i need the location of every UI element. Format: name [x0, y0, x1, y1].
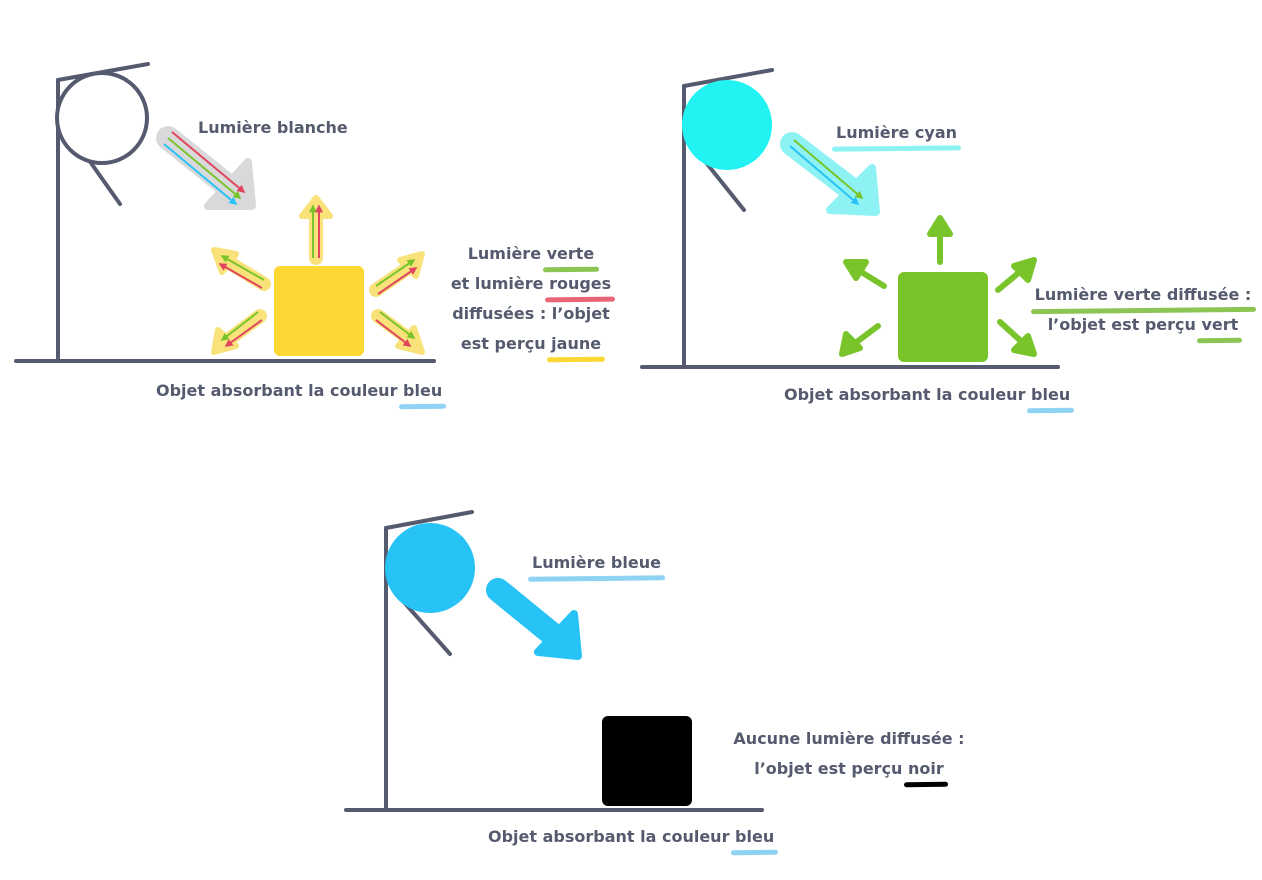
highlight-yellow: jaune [551, 329, 601, 359]
caption-3: Objet absorbant la couleur bleu [488, 822, 774, 852]
scattered-arrows-green [839, 215, 1037, 357]
scattered-arrows-yellow [211, 195, 425, 355]
cyan-light-ray [780, 132, 880, 216]
green-object [898, 272, 988, 362]
text-span: l’objet est perçu [1047, 315, 1202, 334]
scatter-line: Lumière verte [438, 239, 624, 269]
text-span: Objet absorbant la couleur [156, 381, 404, 400]
white-lamp [55, 71, 149, 165]
highlight-red: rouges [549, 269, 611, 299]
caption-1: Objet absorbant la couleur bleu [156, 376, 442, 406]
scatter-line: est perçu jaune [438, 329, 624, 359]
blue-lamp [385, 523, 475, 613]
highlight-green: verte [547, 239, 595, 269]
scatter-line: l’objet est perçu noir [724, 754, 974, 784]
blue-light-ray [486, 578, 582, 660]
text-span: l’objet est perçu [754, 759, 909, 778]
black-object [602, 716, 692, 806]
text-span: est perçu [460, 334, 552, 353]
scatter-line: l’objet est perçu vert [1028, 310, 1258, 340]
scatter-line: et lumière rouges [438, 269, 624, 299]
scatter-line: Lumière verte diffusée : [1028, 280, 1258, 310]
highlight-green: Lumière verte diffusée : [1035, 280, 1252, 310]
highlight-blue: Lumière bleue [532, 548, 661, 578]
caption-2: Objet absorbant la couleur bleu [784, 380, 1070, 410]
highlight-black: noir [908, 754, 944, 784]
highlight-blue: bleu [403, 376, 442, 406]
scatter-line: diffusées : l’objet [452, 304, 610, 323]
cyan-lamp [682, 80, 772, 170]
scatter-line: Aucune lumière diffusée : [733, 729, 965, 748]
yellow-object [274, 266, 364, 356]
text-span: Lumière [467, 244, 547, 263]
highlight-cyan: Lumière cyan [836, 118, 957, 148]
light-label-white: Lumière blanche [198, 118, 348, 137]
highlight-blue: bleu [735, 822, 774, 852]
scatter-text-3: Aucune lumière diffusée : l’objet est pe… [724, 724, 974, 784]
text-span: Objet absorbant la couleur [784, 385, 1032, 404]
light-label-blue: Lumière bleue [532, 548, 661, 578]
panel-blue-light [344, 510, 764, 812]
highlight-green: vert [1201, 310, 1238, 340]
scatter-text-2: Lumière verte diffusée : l’objet est per… [1028, 280, 1258, 340]
white-light-ray [156, 126, 256, 210]
text-span: Objet absorbant la couleur [488, 827, 736, 846]
text-span: et lumière [450, 274, 550, 293]
panel-cyan-light [640, 68, 1060, 369]
light-label-cyan: Lumière cyan [836, 118, 957, 148]
highlight-blue: bleu [1031, 380, 1070, 410]
scatter-text-1: Lumière verte et lumière rouges diffusée… [438, 239, 624, 359]
panel-white-light [14, 62, 436, 363]
